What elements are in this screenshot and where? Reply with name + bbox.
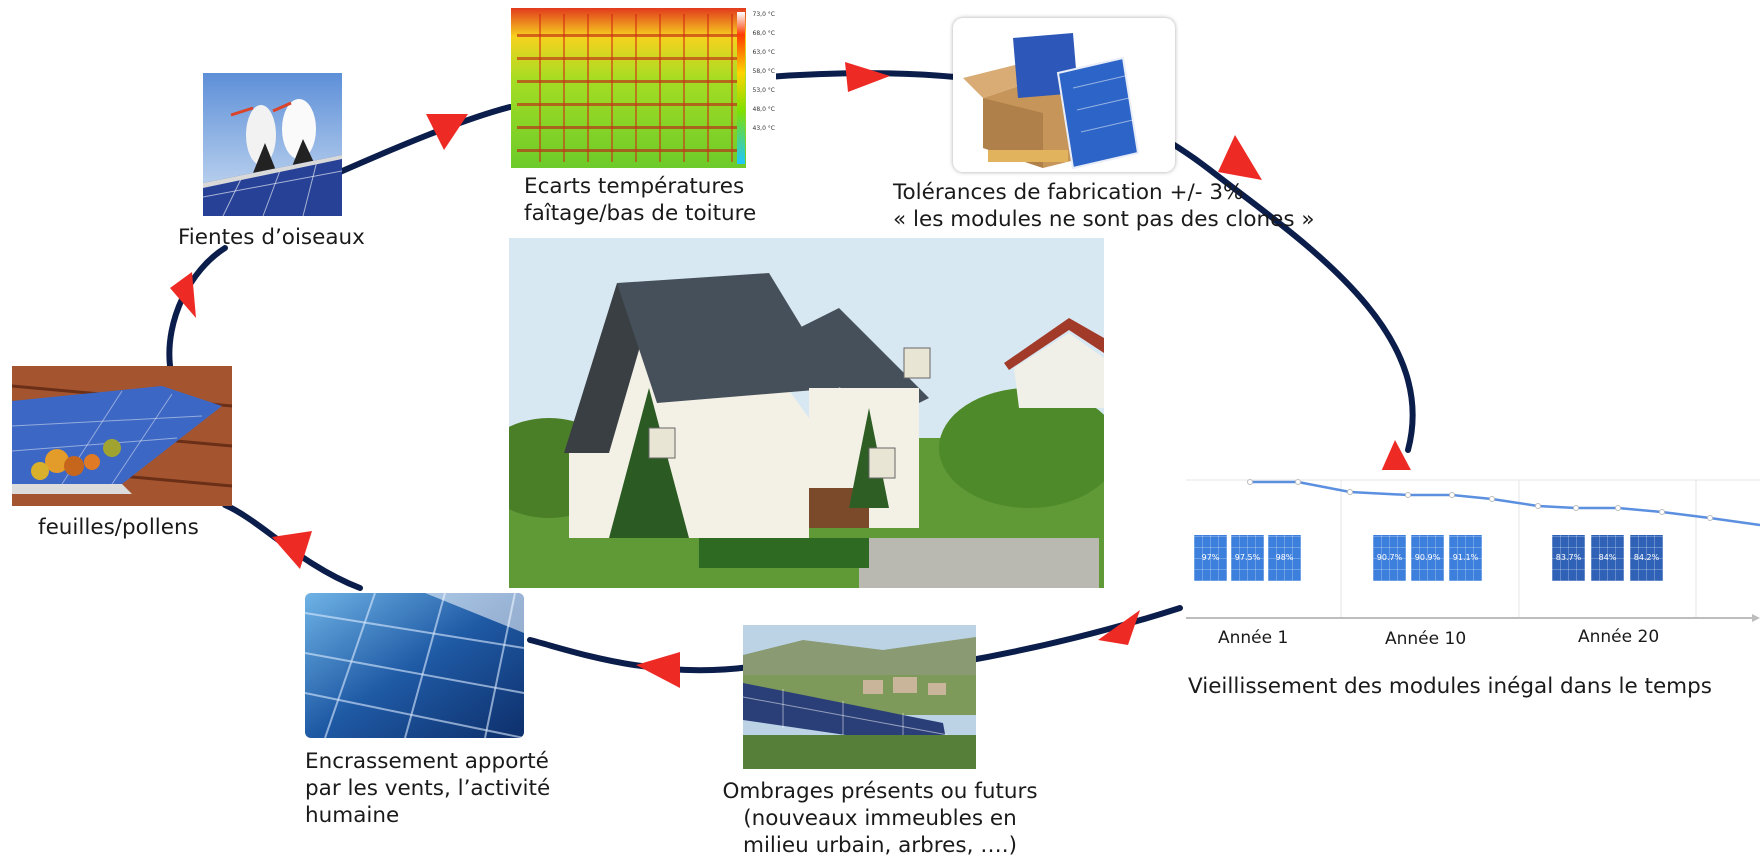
arrow-8 xyxy=(426,114,468,150)
year-label-10: Année 10 xyxy=(1385,629,1467,649)
storks-illustration xyxy=(203,99,342,216)
arrow-5 xyxy=(636,652,680,688)
boxes-illustration xyxy=(963,33,1140,170)
aging-label: Vieillissement des modules inégal dans l… xyxy=(1188,674,1712,699)
thermal-image: 73,0 °C 68,0 °C 63,0 °C 58,0 °C 53,0 °C … xyxy=(511,8,776,168)
shade-label: Ombrages présents ou futurs (nouveaux im… xyxy=(722,779,1038,858)
leaves-image xyxy=(12,366,232,506)
year-label-20: Année 20 xyxy=(1578,627,1660,647)
module-y20-c: 84.2% xyxy=(1630,535,1663,581)
module-y10-c: 91.1% xyxy=(1449,535,1482,581)
module-y1-c: 98% xyxy=(1268,535,1301,581)
birds-label: Fientes d’oiseaux xyxy=(178,225,365,250)
house-image xyxy=(509,238,1104,588)
thermal-scale: 73,0 °C 68,0 °C 63,0 °C 58,0 °C 53,0 °C … xyxy=(746,8,776,168)
arrow-1 xyxy=(845,62,890,92)
module-y10-b: 90.9% xyxy=(1411,535,1444,581)
shading-illustration xyxy=(743,625,976,769)
module-y1-b: 97.5% xyxy=(1231,535,1264,581)
birds-image xyxy=(203,73,342,216)
cycle-arrows xyxy=(170,62,1412,688)
module-y20-a: 83.7% xyxy=(1552,535,1585,581)
dirt-label: Encrassement apporté par les vents, l’ac… xyxy=(305,749,551,828)
module-y1-a: 97% xyxy=(1194,535,1227,581)
house-illustration xyxy=(509,238,1104,588)
glass-panel-illustration xyxy=(305,593,524,738)
arrow-7 xyxy=(170,272,196,318)
arrow-2 xyxy=(1218,135,1262,180)
thermo-label: Ecarts températures faîtage/bas de toitu… xyxy=(524,174,757,226)
dirt-image xyxy=(305,593,524,738)
leaves-label: feuilles/pollens xyxy=(38,515,199,540)
module-y20-b: 84% xyxy=(1591,535,1624,581)
shade-image xyxy=(743,625,976,769)
arrow-3 xyxy=(1380,440,1412,474)
year-label-1: Année 1 xyxy=(1218,628,1289,648)
aging-chart: 97% 97.5% 98% 90.7% 90.9% 91.1% 83.7% 84… xyxy=(1186,470,1760,662)
module-y10-a: 90.7% xyxy=(1373,535,1406,581)
aging-curve xyxy=(1186,479,1760,622)
modules-box-image xyxy=(953,18,1175,172)
arrow-6 xyxy=(272,531,312,569)
tolerance-label: Tolérances de fabrication +/- 3% « les m… xyxy=(893,180,1315,232)
arrow-4 xyxy=(1098,610,1140,645)
leaves-illustration xyxy=(12,366,232,506)
